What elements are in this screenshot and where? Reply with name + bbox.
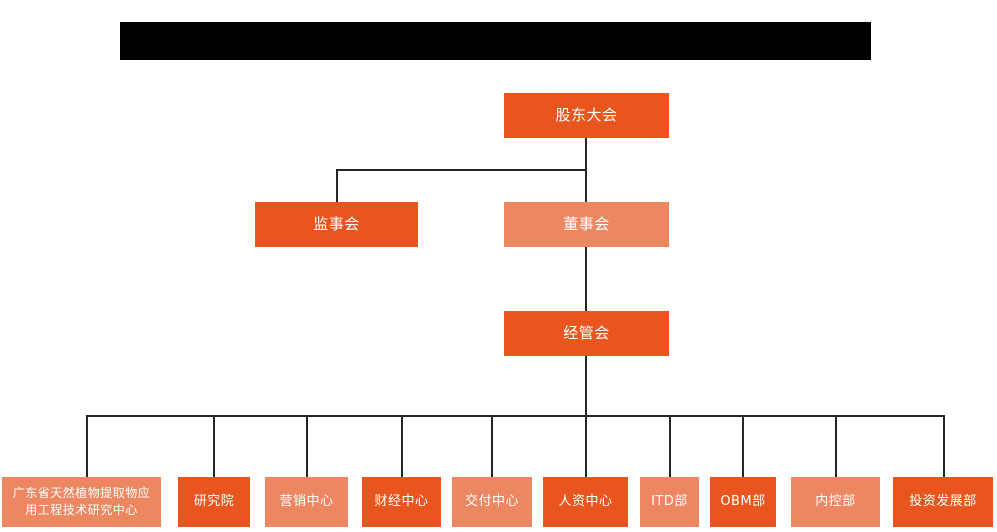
connector-drop-dept-delivery <box>491 415 493 477</box>
connector-drop-dept-investment <box>943 415 945 477</box>
org-node-dept-hr[interactable]: 人资中心 <box>543 477 628 527</box>
connector-department-bus <box>86 415 943 417</box>
org-node-dept-delivery[interactable]: 交付中心 <box>452 477 532 527</box>
connector-management-down <box>585 356 587 416</box>
connector-supervisors-down <box>336 169 338 202</box>
connector-directors-to-management <box>585 247 587 311</box>
connector-drop-dept-internal-control <box>835 415 837 477</box>
connector-directors-down <box>585 169 587 202</box>
org-node-dept-institute[interactable]: 研究院 <box>178 477 250 527</box>
org-node-shareholders[interactable]: 股东大会 <box>504 93 669 138</box>
connector-drop-dept-finance <box>401 415 403 477</box>
org-node-supervisors[interactable]: 监事会 <box>255 202 418 247</box>
connector-drop-dept-itd <box>669 415 671 477</box>
connector-drop-dept-marketing <box>306 415 308 477</box>
connector-drop-dept-research-center <box>86 415 88 477</box>
org-node-dept-marketing[interactable]: 营销中心 <box>265 477 348 527</box>
connector-shareholders-down <box>585 138 587 170</box>
org-node-dept-finance[interactable]: 财经中心 <box>362 477 441 527</box>
org-node-dept-obm[interactable]: OBM部 <box>710 477 776 527</box>
redacted-title-banner <box>120 22 871 60</box>
org-node-directors[interactable]: 董事会 <box>504 202 669 247</box>
org-node-dept-investment[interactable]: 投资发展部 <box>893 477 993 527</box>
connector-shareholders-horizontal <box>336 169 587 171</box>
org-node-dept-research-center[interactable]: 广东省天然植物提取物应 用工程技术研究中心 <box>2 477 161 527</box>
connector-drop-dept-institute <box>213 415 215 477</box>
connector-drop-dept-obm <box>742 415 744 477</box>
org-node-management[interactable]: 经管会 <box>504 311 669 356</box>
connector-drop-dept-hr <box>585 415 587 477</box>
org-node-dept-itd[interactable]: ITD部 <box>640 477 699 527</box>
org-node-dept-internal-control[interactable]: 内控部 <box>791 477 880 527</box>
